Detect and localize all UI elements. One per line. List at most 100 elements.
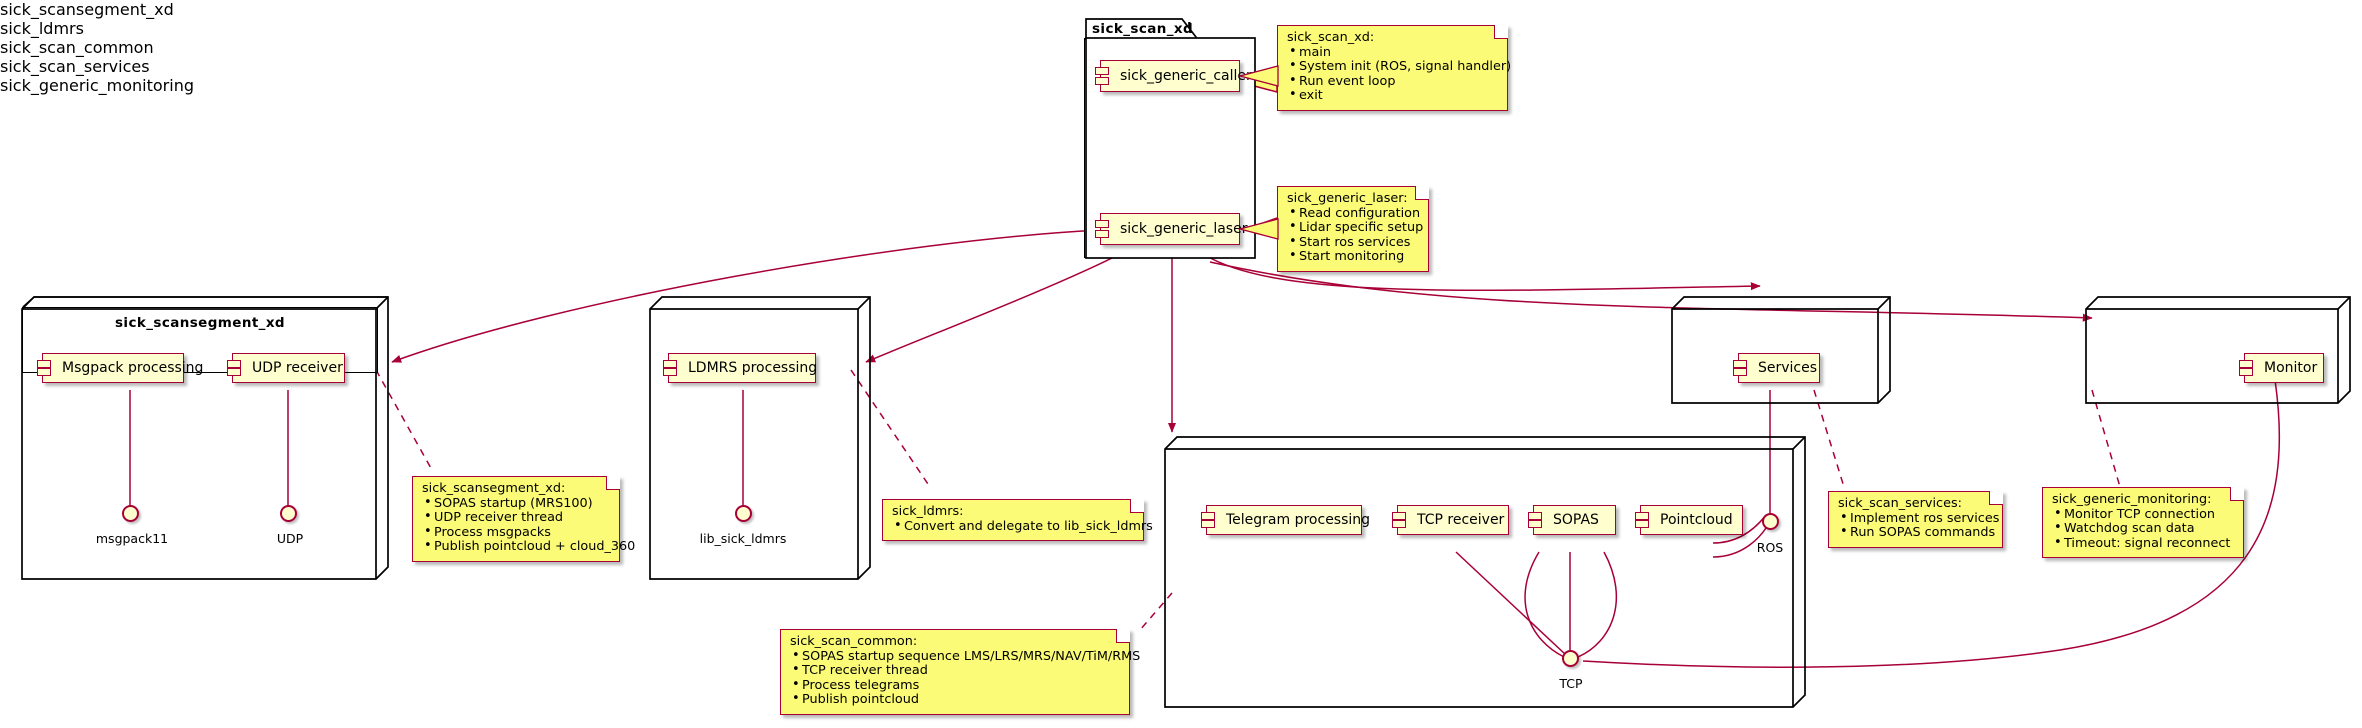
package-title-scansegment: sick_scansegment_xd (0, 0, 174, 19)
note-heading: sick_generic_laser: (1287, 191, 1408, 206)
component-label: sick_generic_laser (1120, 221, 1248, 237)
note-list: Implement ros services Run SOPAS command… (1838, 511, 1999, 541)
component-nub-icon (2239, 360, 2253, 368)
wire-laser-to-scansegment (391, 229, 1102, 363)
note-list: main System init (ROS, signal handler) R… (1287, 45, 1511, 104)
component-nub-icon (1095, 67, 1109, 75)
anchor-note-monitoring (2091, 389, 2121, 488)
package-title-ldmrs: sick_ldmrs (0, 19, 84, 38)
note-sick-generic-monitoring: sick_generic_monitoring: Monitor TCP con… (2042, 487, 2244, 559)
component-pointcloud[interactable]: Pointcloud (1635, 505, 1743, 535)
note-heading: sick_scan_services: (1838, 496, 1962, 511)
note-item: Start ros services (1287, 235, 1419, 251)
component-sopas[interactable]: SOPAS (1528, 505, 1616, 535)
component-nub-icon (1733, 368, 1747, 376)
anchor-note-scansegment (375, 369, 433, 471)
interface-lib-sick-ldmrs[interactable] (735, 505, 752, 522)
interface-ros[interactable] (1762, 513, 1779, 530)
note-item: Process telegrams (790, 678, 1120, 694)
note-list: SOPAS startup sequence LMS/LRS/MRS/NAV/T… (790, 649, 1140, 708)
interface-tcp[interactable] (1562, 650, 1579, 667)
note-item: SOPAS startup sequence LMS/LRS/MRS/NAV/T… (790, 649, 1140, 665)
note-list: Monitor TCP connection Watchdog scan dat… (2052, 507, 2234, 552)
component-label: Monitor (2264, 360, 2318, 376)
anchor-note-services (1813, 389, 1845, 488)
note-heading: sick_scan_xd: (1287, 30, 1375, 45)
component-nub-icon (1528, 512, 1542, 520)
component-label: UDP receiver (252, 360, 343, 376)
note-heading: sick_generic_monitoring: (2052, 492, 2212, 507)
wire-sopas-to-tcp-left (1524, 551, 1565, 658)
interface-label-udp: UDP (276, 531, 304, 546)
component-tcp-receiver[interactable]: TCP receiver (1392, 505, 1509, 535)
component-nub-icon (663, 368, 677, 376)
interface-label-ros: ROS (1756, 540, 1784, 555)
note-item: Convert and delegate to lib_sick_ldmrs (892, 519, 1153, 535)
component-sick-generic-laser-top[interactable]: sick_generic_laser (1095, 213, 1247, 245)
component-services[interactable]: Services (1733, 353, 1820, 383)
pkg-outline-services (1671, 296, 1891, 404)
component-label: Telegram processing (1226, 512, 1371, 528)
component-nub-icon (1095, 230, 1109, 238)
component-nub-icon (1733, 360, 1747, 368)
component-telegram-processing[interactable]: Telegram processing (1201, 505, 1370, 535)
note-fold-icon (1116, 629, 1130, 643)
note-heading: sick_ldmrs: (892, 504, 964, 519)
component-label: sick_generic_caller (1120, 68, 1252, 84)
component-nub-icon (227, 368, 241, 376)
note-fold-icon (1415, 186, 1429, 200)
component-nub-icon (227, 360, 241, 368)
component-label: Services (1758, 360, 1818, 376)
component-sick-generic-caller-top[interactable]: sick_generic_caller (1095, 60, 1252, 92)
note-item: Publish pointcloud + cloud_360 (422, 539, 635, 555)
note-fold-icon (2230, 487, 2244, 501)
note-item: main (1287, 45, 1498, 61)
note-item: SOPAS startup (MRS100) (422, 496, 610, 512)
note-item: exit (1287, 88, 1498, 104)
note-sick-scan-services: sick_scan_services: Implement ros servic… (1828, 491, 2003, 548)
component-monitor[interactable]: Monitor (2239, 353, 2324, 383)
note-sick-scan-xd: sick_scan_xd: main System init (ROS, sig… (1277, 25, 1511, 111)
interface-udp[interactable] (280, 505, 297, 522)
component-ldmrs-processing[interactable]: LDMRS processing (663, 353, 817, 383)
note-list: SOPAS startup (MRS100) UDP receiver thre… (422, 496, 635, 555)
component-label: Msgpack processing (62, 360, 204, 376)
note-sick-generic-laser: sick_generic_laser: Read configuration L… (1277, 186, 1429, 272)
interface-msgpack11[interactable] (122, 505, 139, 522)
note-item: TCP receiver thread (790, 663, 1120, 679)
note-fold-icon (1130, 499, 1144, 513)
note-item: Process msgpacks (422, 525, 610, 541)
note-item: Timeout: signal reconnect (2052, 536, 2234, 552)
wire-sopas-to-tcp-right (1577, 551, 1618, 658)
note-item: Read configuration (1287, 206, 1420, 222)
note-heading: sick_scansegment_xd: (422, 481, 566, 496)
component-nub-icon (37, 360, 51, 368)
wire-tcpreceiver-to-tcp (1455, 551, 1567, 656)
component-nub-icon (1201, 520, 1215, 528)
package-title-monitoring: sick_generic_monitoring (0, 76, 194, 95)
note-item: Implement ros services (1838, 511, 1999, 527)
component-udp-receiver[interactable]: UDP receiver (227, 353, 345, 383)
package-title-scanxd: sick_scan_xd (1092, 21, 1194, 37)
note-item: System init (ROS, signal handler) (1287, 59, 1511, 75)
note-fold-icon (606, 476, 620, 490)
component-label: Pointcloud (1660, 512, 1733, 528)
component-nub-icon (1201, 512, 1215, 520)
interface-label-msgpack11: msgpack11 (95, 531, 169, 546)
component-nub-icon (1392, 520, 1406, 528)
note-fold-icon (1494, 25, 1508, 39)
component-nub-icon (663, 360, 677, 368)
note-list: Read configuration Lidar specific setup … (1287, 206, 1423, 265)
package-title-common: sick_scan_common (0, 38, 154, 57)
component-nub-icon (1095, 77, 1109, 85)
anchor-note-ldmrs (850, 369, 931, 488)
note-sick-scansegment-xd: sick_scansegment_xd: SOPAS startup (MRS1… (412, 476, 635, 562)
interface-label-lib-sick-ldmrs: lib_sick_ldmrs (699, 531, 787, 546)
component-label: SOPAS (1553, 512, 1599, 528)
note-item: Start monitoring (1287, 249, 1419, 265)
note-item: Lidar specific setup (1287, 220, 1423, 236)
component-msgpack-processing[interactable]: Msgpack processing (37, 353, 203, 383)
component-nub-icon (1392, 512, 1406, 520)
component-nub-icon (1095, 220, 1109, 228)
